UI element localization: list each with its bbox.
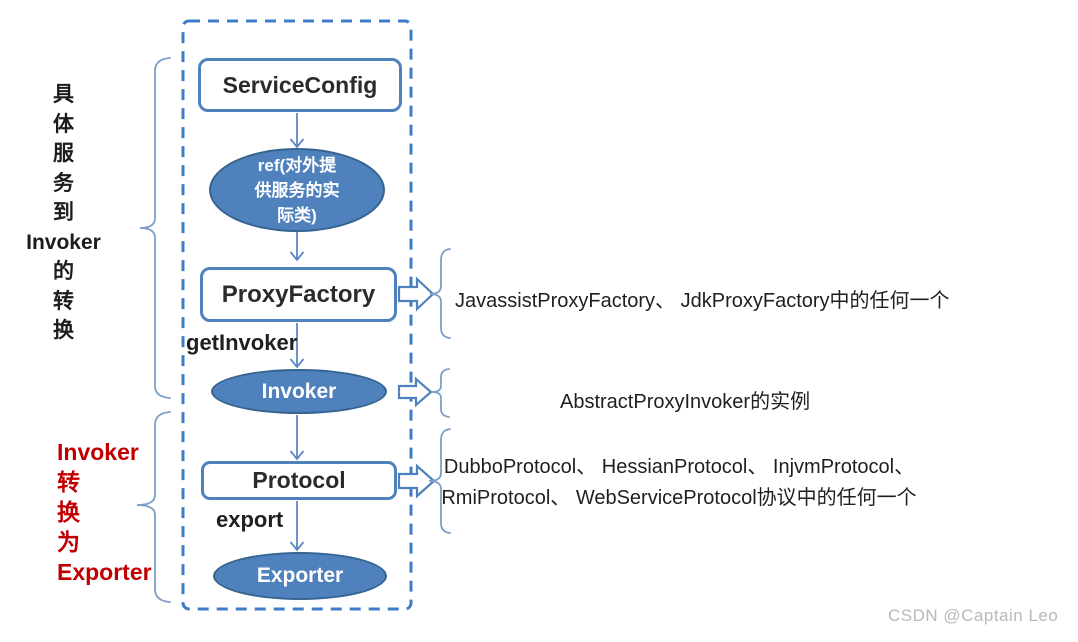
arrow-serviceconfig-to-ref bbox=[289, 113, 305, 149]
edge-label-get-invoker: getInvoker bbox=[186, 330, 298, 355]
arrow-protocol-to-exporter bbox=[289, 501, 305, 552]
node-ref-label: ref(对外提 供服务的实 际类) bbox=[254, 155, 340, 225]
node-invoker-label: Invoker bbox=[261, 379, 337, 403]
brace-left-bottom bbox=[136, 411, 171, 603]
arrow-ref-to-proxyfactory bbox=[289, 232, 305, 262]
arrow-invoker-to-protocol bbox=[289, 415, 305, 461]
brace-right-invoker bbox=[431, 368, 450, 418]
annotation-invoker-to-exporter: Invoker 转 换 为 Exporter bbox=[57, 439, 152, 585]
block-arrows bbox=[397, 276, 436, 499]
node-service-config: ServiceConfig bbox=[198, 58, 402, 112]
brace-right-protocol bbox=[428, 428, 451, 534]
brace-left-top bbox=[139, 57, 171, 399]
node-ref: ref(对外提 供服务的实 际类) bbox=[209, 148, 385, 232]
annotation-invoker-impl: AbstractProxyInvoker的实例 bbox=[560, 391, 811, 413]
watermark-text: CSDN @Captain Leo bbox=[888, 606, 1059, 625]
node-protocol: Protocol bbox=[201, 461, 397, 500]
node-service-config-label: ServiceConfig bbox=[222, 71, 378, 98]
node-invoker: Invoker bbox=[211, 369, 387, 414]
block-arrow-protocol bbox=[397, 463, 436, 499]
flow-arrows bbox=[289, 113, 305, 552]
arrow-proxyfactory-to-invoker bbox=[289, 323, 305, 369]
braces bbox=[136, 57, 451, 603]
node-proxy-factory: ProxyFactory bbox=[200, 267, 397, 322]
node-proxy-factory-label: ProxyFactory bbox=[221, 280, 376, 308]
annotation-protocol-impls: DubboProtocol、 HessianProtocol、 InjvmPro… bbox=[441, 456, 917, 509]
edge-label-export: export bbox=[216, 507, 284, 532]
dashed-boundary-box bbox=[181, 19, 413, 611]
node-exporter: Exporter bbox=[213, 552, 387, 600]
brace-right-proxyfactory bbox=[429, 248, 451, 339]
block-arrow-invoker bbox=[397, 376, 433, 408]
annotation-concrete-to-invoker: 具 体 服 务 到 Invoker 的 转 换 bbox=[26, 83, 101, 342]
node-exporter-label: Exporter bbox=[256, 564, 344, 587]
node-protocol-label: Protocol bbox=[252, 467, 346, 493]
block-arrow-proxyfactory bbox=[397, 276, 435, 312]
annotation-proxy-factory-impls: JavassistProxyFactory、 JdkProxyFactory中的… bbox=[455, 290, 950, 312]
